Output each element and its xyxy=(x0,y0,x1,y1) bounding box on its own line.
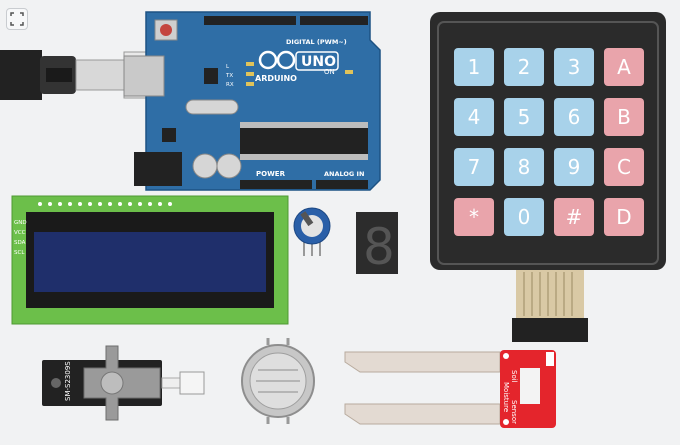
keypad-key[interactable]: 0 xyxy=(504,198,544,236)
led-label-rx: RX xyxy=(226,82,234,88)
keypad-key[interactable]: 5 xyxy=(504,98,544,136)
keypad-connector[interactable] xyxy=(512,318,588,342)
keypad-key[interactable]: 8 xyxy=(504,148,544,186)
keypad-key[interactable]: 6 xyxy=(554,98,594,136)
segment-digit: 8 xyxy=(363,218,395,276)
keypad-key[interactable]: # xyxy=(554,198,594,236)
led-label-tx: TX xyxy=(225,73,233,79)
lcd-pin-sda: SDA xyxy=(14,240,26,246)
sensor-label-soil: Soil xyxy=(510,370,518,383)
power-jack[interactable] xyxy=(134,152,182,186)
keypad-key[interactable]: 9 xyxy=(554,148,594,186)
keypad-key[interactable]: B xyxy=(604,98,644,136)
servo-model: SM-S2309S xyxy=(64,361,72,401)
analog-header[interactable] xyxy=(316,180,368,189)
digital-label: DIGITAL (PWM~) xyxy=(286,38,347,46)
analog-label: ANALOG IN xyxy=(324,170,364,178)
lcd-pin-gnd: GND xyxy=(14,220,27,226)
lcd-i2c-display[interactable]: GND VCC SDA SCL xyxy=(11,195,289,325)
keypad-key[interactable]: * xyxy=(454,198,494,236)
power-header[interactable] xyxy=(240,180,312,189)
servo-motor[interactable]: SM-S2309S xyxy=(42,345,205,421)
soil-moisture-sensor[interactable]: Soil Moisture Sensor xyxy=(344,350,556,428)
fit-to-view-icon xyxy=(10,12,24,26)
lcd-pin-scl: SCL xyxy=(14,250,25,256)
board-model: UNO xyxy=(301,54,336,70)
arduino-logo-icon xyxy=(258,50,278,70)
keypad-ribbon xyxy=(516,270,584,318)
keypad-key[interactable]: 7 xyxy=(454,148,494,186)
digital-header-left[interactable] xyxy=(204,16,296,25)
keypad-key[interactable]: C xyxy=(604,148,644,186)
sensor-label-moisture: Moisture xyxy=(502,382,510,412)
sensor-label-sensor: Sensor xyxy=(510,400,518,424)
keypad-key[interactable]: 4 xyxy=(454,98,494,136)
gas-sensor[interactable] xyxy=(241,338,315,424)
keypad-key[interactable]: 2 xyxy=(504,48,544,86)
atmega-chip xyxy=(240,128,368,154)
arduino-uno-board[interactable]: ARDUINO UNO ON DIGITAL (PWM~) POWER ANAL… xyxy=(123,11,381,191)
on-label: ON xyxy=(324,68,335,76)
fit-to-view-button[interactable] xyxy=(6,8,28,30)
led-label-l: L xyxy=(226,64,230,70)
lcd-screen xyxy=(34,232,266,292)
digital-header-right[interactable] xyxy=(300,16,368,25)
sparkfun-flame-icon xyxy=(546,352,554,366)
keypad-key[interactable]: D xyxy=(604,198,644,236)
power-label: POWER xyxy=(256,170,286,178)
keypad-key[interactable]: 1 xyxy=(454,48,494,86)
seven-segment-display[interactable]: 8 xyxy=(356,212,398,276)
board-brand: ARDUINO xyxy=(255,74,297,83)
keypad-key[interactable]: 3 xyxy=(554,48,594,86)
lcd-pin-vcc: VCC xyxy=(14,230,26,236)
potentiometer[interactable] xyxy=(293,207,331,256)
servo-connector[interactable] xyxy=(179,371,205,395)
keypad-key[interactable]: A xyxy=(604,48,644,86)
